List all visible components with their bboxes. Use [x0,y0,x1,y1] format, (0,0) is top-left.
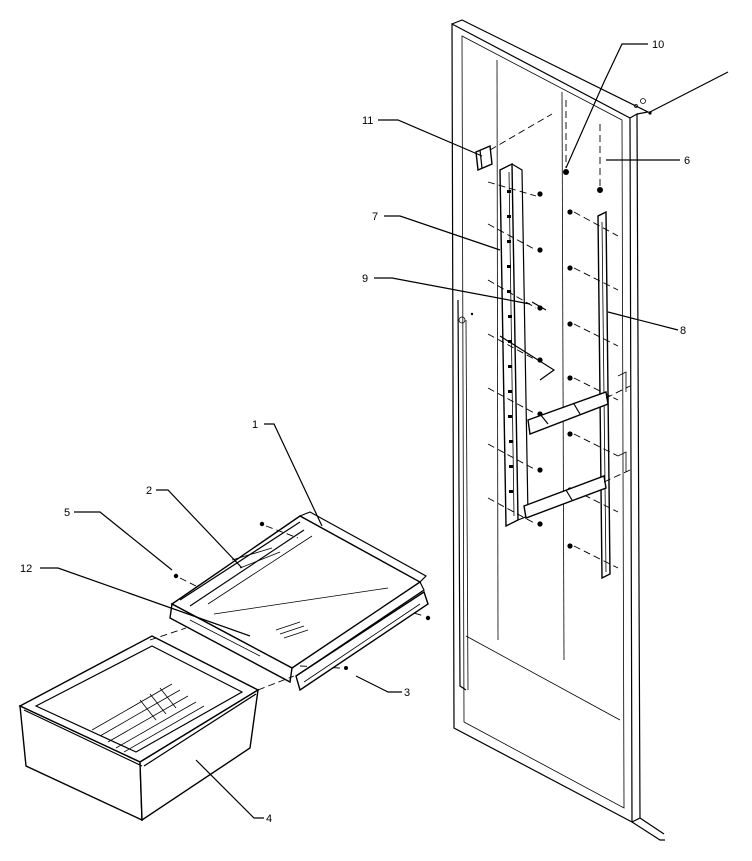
cabinet-liner [451,19,729,841]
callout-2: 2 [146,485,152,497]
leader-lines [40,43,680,819]
callout-7: 7 [372,211,378,223]
callout-10: 10 [652,39,664,51]
callout-8: 8 [680,325,686,337]
callout-3: 3 [404,687,410,699]
bracket-11 [475,113,553,172]
front-support-rail [295,590,429,692]
callout-4: 4 [266,813,272,825]
shelf-supports [499,301,631,519]
callout-labels: 1 2 3 4 5 6 7 8 9 10 11 12 [20,39,690,825]
callout-9: 9 [362,273,368,285]
callout-6: 6 [684,155,690,167]
crisper-pan [18,627,295,822]
callout-12: 12 [20,563,32,575]
callout-5: 5 [64,507,70,519]
crisper-cover [169,511,431,684]
callout-1: 1 [252,419,258,431]
callout-11: 11 [362,115,373,127]
